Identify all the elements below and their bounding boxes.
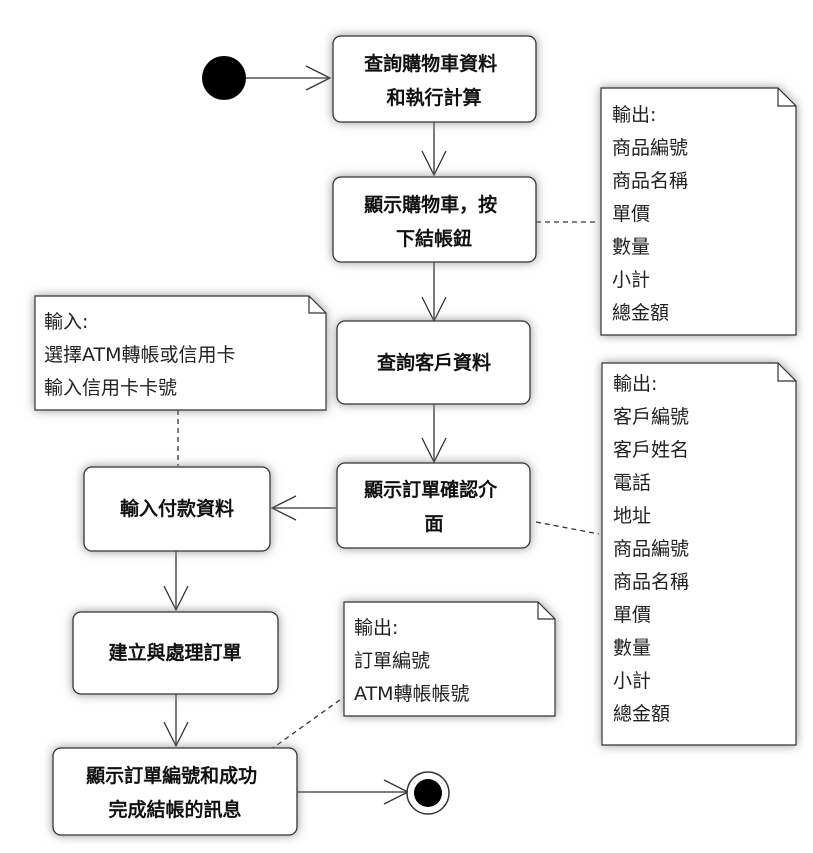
note-cart-output	[600, 87, 797, 336]
flow-a5-to-a6	[163, 551, 189, 612]
note-order-output-line: 單價	[613, 604, 651, 626]
activity-query-cart-line1: 查詢購物車資料	[363, 52, 497, 75]
activity-query-cart-line2: 和執行計算	[386, 86, 481, 109]
activity-order-confirm-line1: 顯示訂單確認介	[364, 478, 498, 501]
activity-input-payment-label: 輸入付款資料	[120, 497, 234, 520]
activity-order-confirm-line2: 面	[424, 513, 443, 535]
note-cart-output-text: 輸出: 商品編號 商品名稱 單價 數量 小計 總金額	[612, 104, 694, 324]
note-order-number-output-line: 輸出:	[354, 617, 398, 639]
note-order-output-line: 客戶編號	[613, 406, 689, 428]
flow-a4-to-a5	[270, 495, 336, 521]
flow-a7-to-end	[297, 779, 410, 805]
note-order-output-line: 商品編號	[613, 538, 689, 560]
note-order-output-line: 總金額	[613, 703, 670, 725]
activity-show-cart-label: 顯示購物車，按 下結帳鈕	[364, 193, 504, 250]
note-order-output-line: 客戶姓名	[613, 439, 689, 461]
activity-order-confirm-label: 顯示訂單確認介 面	[364, 478, 504, 535]
note-order-number-output-text: 輸出: 訂單編號 ATM轉帳帳號	[354, 617, 470, 705]
anchor-a7-n4	[269, 696, 345, 751]
note-order-number-output	[343, 601, 556, 717]
activity-query-customer-label: 查詢客戶資料	[376, 351, 491, 374]
flow-a3-to-a4	[421, 404, 447, 464]
activity-order-confirm	[336, 462, 531, 549]
activity-show-order-number-line1: 顯示訂單編號和成功	[86, 764, 257, 787]
activity-input-payment-line1: 輸入付款資料	[120, 497, 234, 520]
note-order-output-line: 輸出:	[613, 373, 657, 395]
note-order-output-line: 電話	[613, 472, 651, 494]
anchor-a4-n3	[535, 521, 600, 535]
activity-show-cart-line2: 下結帳鈕	[396, 227, 472, 250]
note-order-number-output-line: 訂單編號	[354, 650, 430, 672]
initial-node	[202, 56, 246, 100]
activity-create-order-line1: 建立與處理訂單	[108, 641, 241, 664]
note-cart-output-line: 數量	[612, 236, 650, 258]
note-order-number-output-line: ATM轉帳帳號	[354, 683, 470, 705]
activity-query-customer-line1: 查詢客戶資料	[376, 351, 491, 374]
note-order-output-line: 小計	[613, 670, 651, 692]
note-payment-input	[34, 295, 327, 411]
activity-query-customer	[336, 320, 531, 405]
note-cart-output-line: 小計	[612, 269, 650, 291]
activity-create-order	[72, 611, 279, 695]
activity-query-cart	[332, 35, 537, 123]
note-order-output-text: 輸出: 客戶編號 客戶姓名 電話 地址 商品編號 商品名稱 單價 數量 小計 總…	[613, 373, 695, 725]
activity-show-cart-line1: 顯示購物車，按	[364, 193, 497, 216]
note-cart-output-line: 商品編號	[612, 137, 688, 159]
note-order-output-line: 數量	[613, 637, 651, 659]
note-cart-output-line: 商品名稱	[612, 170, 688, 192]
activity-show-cart	[332, 176, 537, 263]
note-payment-input-line: 選擇ATM轉帳或信用卡	[44, 344, 236, 366]
activity-input-payment	[83, 466, 271, 552]
note-order-output-line: 地址	[613, 505, 651, 527]
note-payment-input-line: 輸入:	[44, 311, 88, 333]
note-payment-input-text: 輸入: 選擇ATM轉帳或信用卡 輸入信用卡卡號	[44, 311, 242, 399]
note-anchors	[177, 221, 600, 751]
flow-a6-to-a7	[163, 694, 189, 748]
activity-query-cart-label: 查詢購物車資料 和執行計算	[363, 52, 504, 109]
note-order-output	[601, 362, 797, 746]
flow-start-to-a1	[244, 65, 332, 91]
note-cart-output-line: 單價	[612, 203, 650, 225]
note-cart-output-line: 總金額	[612, 302, 669, 324]
final-node	[406, 771, 450, 815]
flow-a1-to-a2	[421, 122, 447, 177]
activity-show-order-number-label: 顯示訂單編號和成功 完成結帳的訊息	[86, 764, 264, 821]
note-order-output-line: 商品名稱	[613, 571, 689, 593]
flow-a2-to-a3	[421, 262, 447, 323]
note-payment-input-line: 輸入信用卡卡號	[44, 377, 177, 399]
activity-show-order-number	[52, 747, 298, 836]
activity-create-order-label: 建立與處理訂單	[108, 641, 241, 664]
note-cart-output-line: 輸出:	[612, 104, 656, 126]
activity-show-order-number-line2: 完成結帳的訊息	[108, 798, 241, 821]
